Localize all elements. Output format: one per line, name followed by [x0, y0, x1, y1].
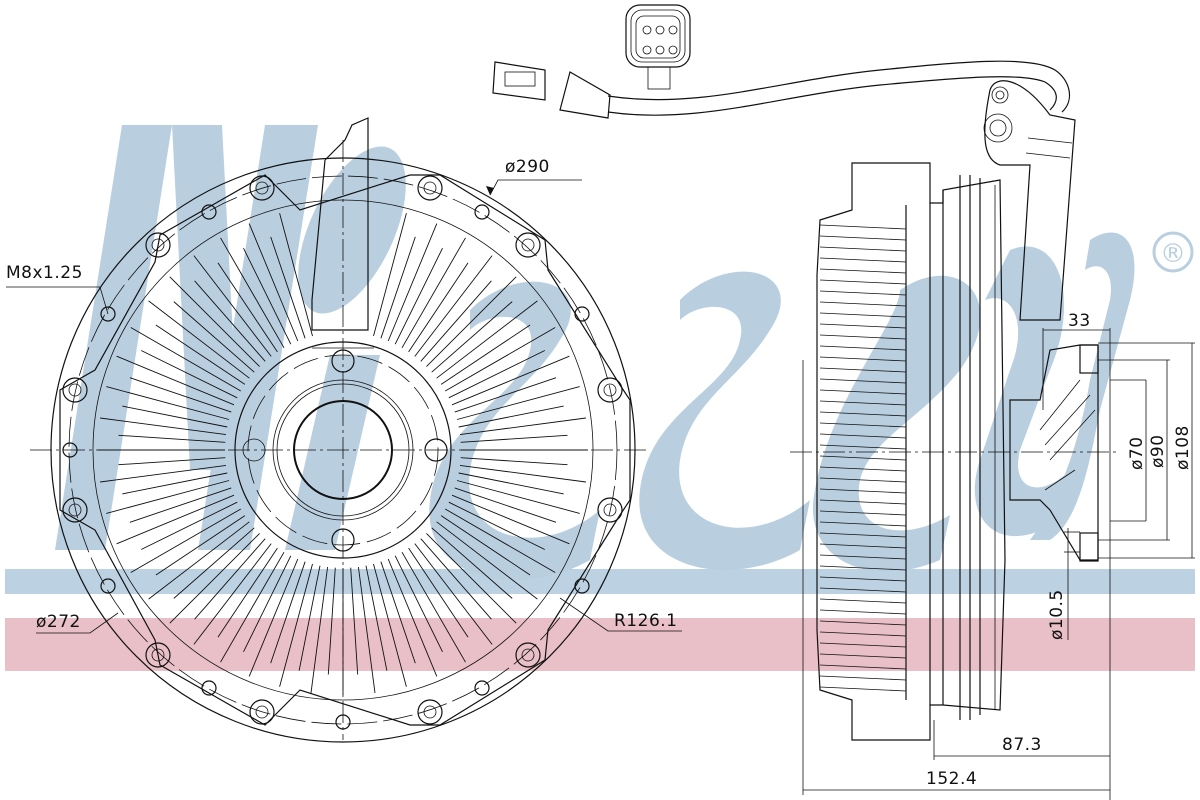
svg-text:®: ®	[1160, 239, 1186, 269]
watermark: ®	[5, 125, 1195, 671]
dim-bolt-hole-label: ø10.5	[1047, 589, 1067, 640]
dim-overall-depth-label: 152.4	[926, 769, 977, 789]
side-view-dimensions: 33 ø70 ø90 ø108 ø10.5 87.3 152.4	[802, 311, 1195, 800]
dim-outer-diameter-label: ø290	[505, 157, 550, 177]
cooling-fins	[98, 213, 588, 695]
dim-radius-label: R126.1	[614, 611, 677, 631]
dim-mount-depth-label: 87.3	[1002, 735, 1042, 755]
side-section-view	[790, 80, 1120, 741]
dim-pilot-diameter-label: ø70	[1127, 436, 1147, 470]
dim-flange-width-label: 33	[1068, 311, 1091, 331]
front-view	[30, 117, 650, 743]
registered-mark: ®	[1152, 231, 1194, 273]
electrical-connector	[492, 4, 1071, 119]
side-fins	[819, 224, 907, 692]
front-view-dimensions: M8x1.25 ø290 ø272 R126.1	[6, 157, 682, 634]
dim-flange-diameter-label: ø108	[1173, 425, 1193, 470]
dim-bolt-pcd-label: ø90	[1148, 434, 1168, 468]
dim-bolt-circle-label: ø272	[36, 612, 81, 632]
dim-thread-label: M8x1.25	[6, 263, 83, 283]
mounting-bosses	[62, 175, 623, 730]
watermark-red-band	[5, 618, 1195, 671]
